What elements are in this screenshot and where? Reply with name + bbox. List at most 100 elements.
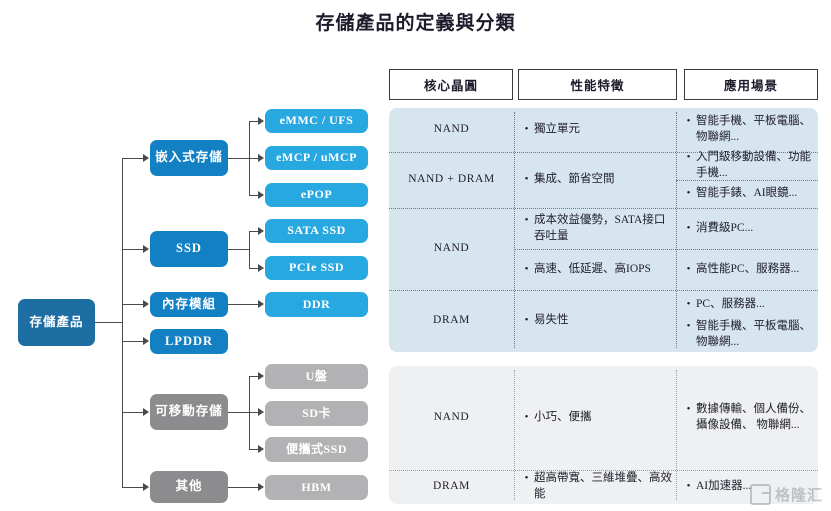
- connector-removable-child-3: [249, 449, 259, 451]
- bullet-item: • 智能手錶、AI眼鏡...: [684, 186, 798, 202]
- connector-embedded-child-3: [249, 195, 259, 197]
- arrow-removable-child-1: [258, 372, 264, 380]
- arrow-ssd-child-2: [258, 264, 264, 272]
- diagram-node-emcp-umcp-label: eMCP / uMCP: [276, 150, 357, 165]
- diagram-node-epop-label: ePOP: [300, 187, 333, 202]
- bullet-item: • 數據傳輸、個人備份、攝像設備、 物聯網...: [684, 402, 818, 433]
- table-row-sep-3: [389, 290, 818, 291]
- diagram-node-removable-storage[interactable]: 可移動存儲: [150, 394, 228, 430]
- diagram-node-pcie-ssd[interactable]: PCIe SSD: [265, 256, 368, 280]
- diagram-node-sd-card[interactable]: SD卡: [265, 401, 368, 426]
- table-cell-scenarios-1-value: 智能手機、平板電腦、物聯網...: [696, 115, 811, 143]
- table-cell-features-2-value: 集成、節省空間: [534, 173, 615, 186]
- connector-branch-6: [122, 487, 144, 489]
- arrow-branch-5: [143, 408, 149, 416]
- table-cell-chip-2: NAND + DRAM: [389, 152, 514, 208]
- bullet-item: • 成本效益優勢，SATA接口吞吐量: [522, 213, 672, 244]
- table-header-performance-label: 性能特徵: [570, 79, 625, 93]
- bullet-dot-icon: •: [524, 173, 529, 186]
- diagram-node-ssd[interactable]: SSD: [150, 231, 228, 267]
- bullet-item: • 獨立單元: [522, 122, 580, 138]
- bullet-dot-icon: •: [524, 472, 529, 485]
- diagram-node-sata-ssd-label: SATA SSD: [287, 223, 346, 238]
- diagram-node-removable-storage-label: 可移動存儲: [155, 404, 223, 419]
- arrow-branch-1: [143, 154, 149, 162]
- connector-removable-child-1: [249, 376, 259, 378]
- table-header-core-wafer: 核心晶圓: [389, 69, 513, 100]
- table-cell-scenarios-4b: • 智能手機、平板電腦、物聯網...: [684, 318, 818, 352]
- diagram-node-hbm[interactable]: HBM: [265, 475, 368, 500]
- arrow-branch-3: [143, 300, 149, 308]
- connector-branch-1: [122, 158, 144, 160]
- table-cell-scenarios-5: • 數據傳輸、個人備份、攝像設備、 物聯網...: [684, 366, 818, 470]
- connector-removable-stem: [228, 412, 250, 414]
- gelonghui-logo-icon: [749, 484, 771, 505]
- table-cell-scenarios-5-value: 數據傳輸、個人備份、攝像設備、 物聯網...: [696, 403, 811, 431]
- diagram-node-pcie-ssd-label: PCIe SSD: [288, 260, 344, 275]
- arrow-branch-4: [143, 337, 149, 345]
- bullet-dot-icon: •: [686, 262, 691, 275]
- connector-removable-child-2: [249, 412, 259, 414]
- bullet-dot-icon: •: [686, 221, 691, 234]
- table-subrow-sep-row2-scenarios: [676, 180, 818, 181]
- table-cell-scenarios-4a-value: PC、服務器...: [696, 298, 765, 311]
- arrow-branch-2: [143, 245, 149, 253]
- diagram-node-emmc-ufs-label: eMMC / UFS: [279, 113, 354, 128]
- arrow-hbm: [258, 483, 264, 491]
- connector-ssd-stem: [228, 249, 250, 251]
- table-subrow-sep-row3: [514, 249, 818, 250]
- diagram-node-embedded-storage-label: 嵌入式存儲: [155, 150, 223, 165]
- bullet-dot-icon: •: [686, 115, 691, 128]
- diagram-node-emmc-ufs[interactable]: eMMC / UFS: [265, 109, 368, 133]
- table-cell-scenarios-3b-value: 高性能PC、服務器...: [696, 262, 800, 275]
- table-header-application-label: 應用場景: [723, 79, 778, 93]
- connector-embedded-child-1: [249, 121, 259, 123]
- bullet-item: • 高速、低延遲、高IOPS: [522, 262, 651, 278]
- table-cell-chip-1: NAND: [389, 108, 514, 152]
- bullet-dot-icon: •: [686, 187, 691, 200]
- connector-embedded-child-2: [249, 158, 259, 160]
- table-cell-features-5: • 小巧、便攜: [522, 366, 672, 470]
- connector-ssd-child-1: [249, 231, 259, 233]
- table-cell-scenarios-4a: • PC、服務器...: [684, 293, 818, 317]
- diagram-node-others-label: 其他: [175, 479, 203, 494]
- bullet-dot-icon: •: [686, 151, 691, 164]
- diagram-node-others[interactable]: 其他: [150, 471, 228, 503]
- table-cell-features-1: • 獨立單元: [522, 108, 672, 152]
- table-cell-scenarios-1: • 智能手機、平板電腦、物聯網...: [684, 108, 818, 152]
- table-cell-scenarios-2b: • 智能手錶、AI眼鏡...: [684, 180, 818, 208]
- diagram-node-portable-ssd[interactable]: 便攜式SSD: [265, 437, 368, 462]
- table-cell-scenarios-2a-value: 入門級移動設備、功能手機...: [696, 151, 811, 179]
- table-cell-chip-6: DRAM: [389, 470, 514, 504]
- diagram-node-epop[interactable]: ePOP: [265, 183, 368, 207]
- diagram-node-emcp-umcp[interactable]: eMCP / uMCP: [265, 146, 368, 170]
- bullet-item: • 智能手機、平板電腦、物聯網...: [684, 114, 818, 145]
- diagram-node-ssd-label: SSD: [176, 241, 202, 256]
- watermark-text: 格隆汇: [774, 486, 823, 504]
- table-cell-scenarios-3a: • 消費級PC...: [684, 208, 818, 249]
- diagram-node-root[interactable]: 存儲產品: [18, 299, 95, 346]
- arrow-embedded-child-2: [258, 154, 264, 162]
- arrow-ddr: [258, 300, 264, 308]
- connector-branch-5: [122, 412, 144, 414]
- diagram-node-memory-module[interactable]: 內存模組: [150, 292, 228, 317]
- table-cell-scenarios-3b: • 高性能PC、服務器...: [684, 249, 818, 290]
- table-cell-chip-3-value: NAND: [433, 242, 470, 255]
- diagram-node-embedded-storage[interactable]: 嵌入式存儲: [150, 140, 228, 176]
- classification-diagram: 存儲產品 嵌入式存儲 eMMC / UFS eMCP / uMCP ePOP S…: [0, 0, 385, 511]
- bullet-dot-icon: •: [524, 213, 529, 226]
- attributes-table: 核心晶圓 性能特徵 應用場景 NAND • 獨立單元 • 智能手機、平板電腦、物…: [385, 0, 831, 511]
- table-cell-features-2: • 集成、節省空間: [522, 152, 672, 208]
- diagram-node-lpddr-label: LPDDR: [164, 333, 214, 348]
- table-col-sep-2-gray: [676, 370, 677, 500]
- diagram-node-sata-ssd[interactable]: SATA SSD: [265, 219, 368, 243]
- table-cell-features-6-value: 超高帶寬、三維堆疊、高效能: [534, 472, 672, 500]
- table-header-performance: 性能特徵: [518, 69, 677, 100]
- diagram-node-lpddr[interactable]: LPDDR: [150, 329, 228, 354]
- diagram-node-usb-drive[interactable]: U盤: [265, 364, 368, 389]
- diagram-node-ddr[interactable]: DDR: [265, 292, 368, 317]
- table-cell-chip-6-value: DRAM: [433, 480, 470, 493]
- bullet-dot-icon: •: [686, 480, 691, 493]
- table-cell-features-3b: • 高速、低延遲、高IOPS: [522, 249, 672, 290]
- connector-branch-4: [122, 341, 144, 343]
